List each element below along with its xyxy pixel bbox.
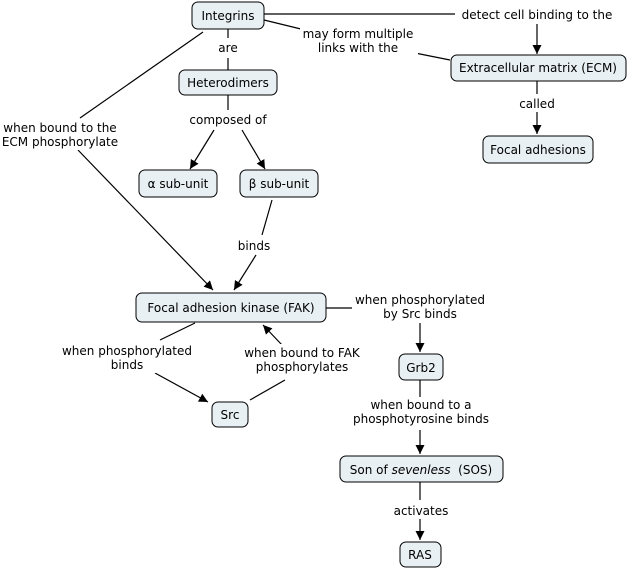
node-src[interactable]: Src — [211, 401, 249, 428]
connector-fak-phosbinds — [159, 322, 196, 341]
sos-italic: sevenless — [392, 463, 451, 477]
arrow-to-beta — [241, 129, 266, 170]
node-ras-label: RAS — [408, 548, 432, 562]
connector-integrins-whenbound — [79, 31, 204, 119]
label-bound-phosphotyrosine-line2: phosphotyrosine binds — [353, 412, 489, 426]
node-heterodimers-label: Heterodimers — [187, 76, 269, 90]
node-grb2-label: Grb2 — [406, 361, 435, 375]
node-ecm[interactable]: Extracellular matrix (ECM) — [450, 54, 627, 82]
node-src-label: Src — [221, 408, 240, 422]
connectors — [77, 13, 542, 540]
label-may-form-line1: may form multiple — [303, 27, 414, 41]
label-when-bound-ecm-line1: when bound to the — [3, 121, 116, 135]
node-ecm-label: Extracellular matrix (ECM) — [459, 61, 617, 75]
arrow-to-src — [154, 372, 209, 403]
node-sos[interactable]: Son of sevenless (SOS) — [339, 455, 504, 483]
node-beta-subunit[interactable]: β sub-unit — [239, 169, 319, 198]
node-fak-label: Focal adhesion kinase (FAK) — [147, 301, 314, 315]
node-beta-subunit-label: β sub-unit — [249, 177, 310, 191]
label-activates: activates — [394, 504, 449, 518]
sos-prefix: Son of — [350, 463, 392, 477]
arrow-to-fak-from-integrins — [77, 149, 214, 291]
node-focal-adhesions[interactable]: Focal adhesions — [482, 135, 594, 164]
sos-suffix: (SOS) — [451, 463, 493, 477]
connector-beta-binds — [261, 199, 273, 236]
node-grb2[interactable]: Grb2 — [398, 353, 444, 381]
label-bound-fak-line2: phosphorylates — [256, 360, 348, 374]
node-focal-adhesions-label: Focal adhesions — [490, 143, 586, 157]
node-alpha-subunit[interactable]: α sub-unit — [138, 169, 218, 198]
label-phos-binds-line2: binds — [111, 358, 143, 372]
link-labels: are composed of detect cell binding to t… — [0, 6, 620, 519]
connector-integrins-mayform — [263, 19, 306, 31]
arrow-to-alpha — [189, 129, 215, 170]
node-integrins-label: Integrins — [202, 9, 255, 23]
label-binds: binds — [238, 239, 270, 253]
label-phos-by-src-line2: by Src binds — [383, 307, 457, 321]
connector-src-boundfak — [249, 379, 286, 401]
label-composed-of: composed of — [189, 113, 267, 127]
label-phos-by-src-line1: when phosphorylated — [355, 293, 485, 307]
node-fak[interactable]: Focal adhesion kinase (FAK) — [135, 292, 327, 323]
label-bound-fak-line1: when bound to FAK — [244, 346, 361, 360]
node-integrins[interactable]: Integrins — [191, 1, 265, 30]
label-phos-binds-line1: when phosphorylated — [62, 344, 192, 358]
node-heterodimers[interactable]: Heterodimers — [178, 69, 278, 96]
arrow-to-fak-from-src — [262, 324, 283, 346]
label-are: are — [218, 41, 237, 55]
label-bound-phosphotyrosine-line1: when bound to a — [370, 398, 471, 412]
label-called: called — [519, 97, 555, 111]
label-when-bound-ecm-line2: ECM phosphorylate — [2, 135, 118, 149]
node-ras[interactable]: RAS — [399, 541, 442, 568]
label-detect-cell-binding: detect cell binding to the — [462, 8, 613, 22]
node-sos-label: Son of sevenless (SOS) — [350, 463, 492, 477]
label-may-form-line2: links with the — [318, 41, 398, 55]
node-alpha-subunit-label: α sub-unit — [148, 177, 209, 191]
arrow-to-fak-from-beta — [233, 254, 257, 291]
